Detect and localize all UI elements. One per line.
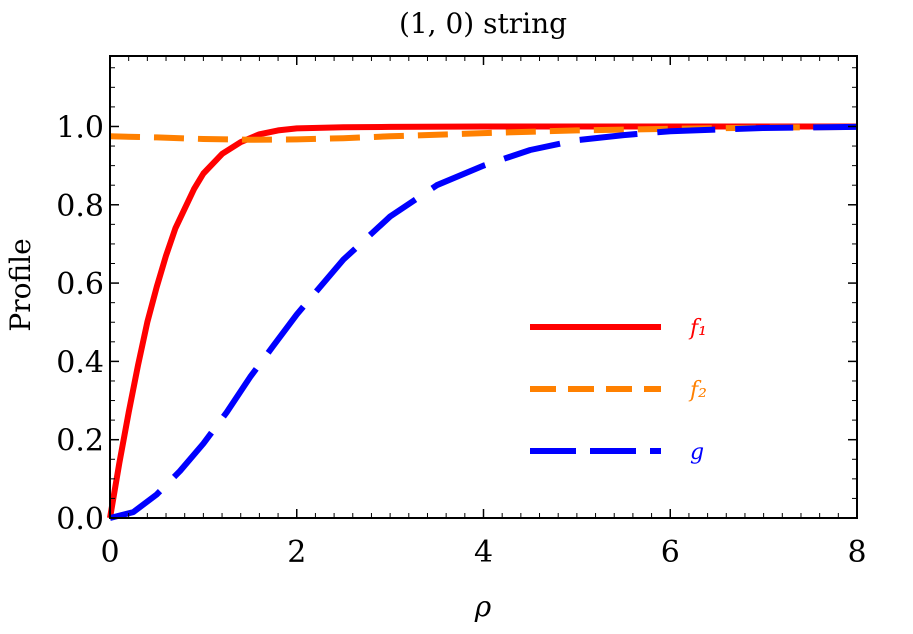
y-axis-label: Profile xyxy=(4,238,37,331)
series-line-1 xyxy=(107,123,857,519)
legend-label-2: f₂ xyxy=(688,378,707,403)
x-tick-label: 2 xyxy=(287,535,306,570)
x-tick-label: 0 xyxy=(100,535,119,570)
x-tick-label: 4 xyxy=(474,535,493,570)
y-tick-label: 0.2 xyxy=(56,424,104,459)
legend: f₁ f₂ g xyxy=(530,316,707,465)
y-tick-label: 0.0 xyxy=(56,502,104,537)
y-tick-label: 1.0 xyxy=(56,110,104,145)
legend-label-3: g xyxy=(690,440,704,465)
chart-title: (1, 0) string xyxy=(399,7,567,40)
legend-label-1: f₁ xyxy=(688,316,707,341)
y-tick-label: 0.8 xyxy=(56,189,104,224)
x-axis-label: ρ xyxy=(474,590,492,623)
series-line-3 xyxy=(109,123,858,521)
y-tick-label: 0.4 xyxy=(56,345,104,380)
x-tick-label: 6 xyxy=(661,535,680,570)
y-tick-label: 0.6 xyxy=(56,267,104,302)
x-tick-label: 8 xyxy=(847,535,866,570)
